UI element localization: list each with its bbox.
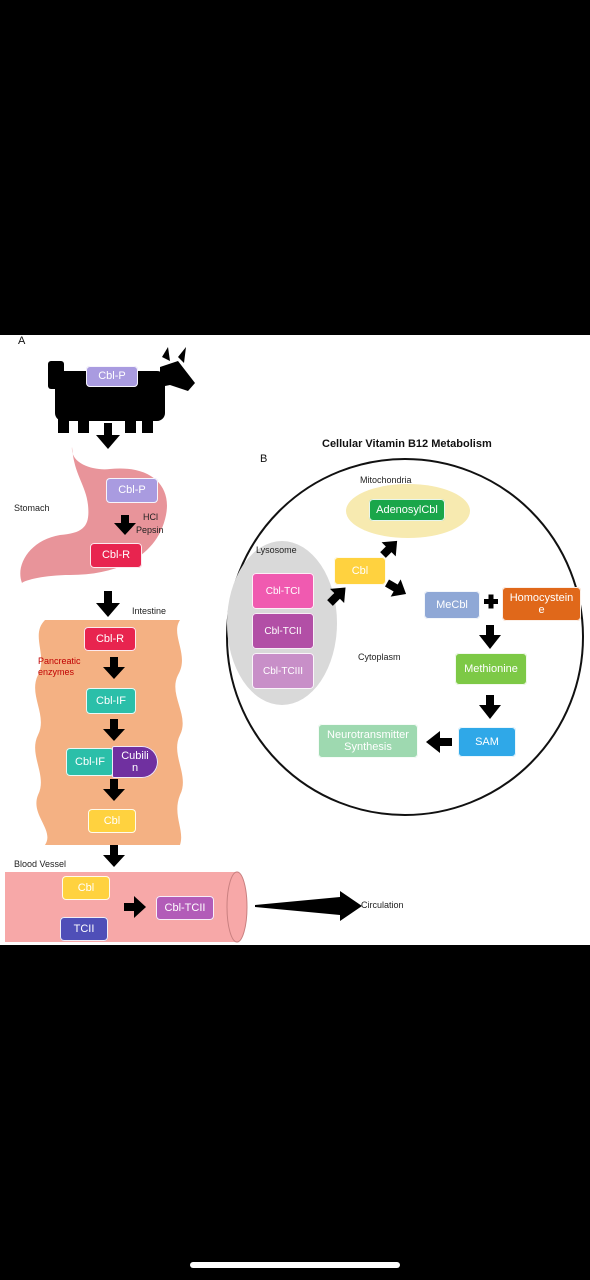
cow-icon — [48, 347, 195, 433]
vessel-cbl-box: Cbl — [62, 876, 110, 900]
home-indicator[interactable] — [190, 1262, 400, 1268]
arrow-down-right-icon — [385, 579, 407, 597]
cytoplasm-label: Cytoplasm — [358, 652, 401, 662]
cbl-if-bound-box: Cbl-IF — [66, 748, 114, 776]
adenosylcbl-box: AdenosylCbl — [369, 499, 445, 521]
stomach-cbl-r-box: Cbl-R — [90, 543, 142, 568]
arrow-down-icon — [103, 719, 125, 741]
lysosome-label: Lysosome — [256, 545, 297, 555]
methionine-box: Methionine — [455, 653, 527, 685]
intestine-label: Intestine — [132, 606, 167, 616]
panel-a-letter: A — [18, 335, 26, 347]
arrow-right-icon — [255, 891, 362, 921]
plus-icon — [484, 594, 498, 609]
cbl-tcii-box: Cbl-TCII — [252, 613, 314, 649]
homocysteine-label-1: Homocystein — [509, 591, 574, 604]
cell-circle — [226, 458, 584, 816]
cow-cbl-p-box: Cbl-P — [86, 366, 138, 387]
vitamin-b12-figure: A B Cbl-P Stomach Cbl-P HCl Pepsin Cbl-R… — [0, 335, 590, 945]
panel-b-title: Cellular Vitamin B12 Metabolism — [322, 438, 492, 450]
vessel-cbl-tcii-box: Cbl-TCII — [156, 896, 214, 920]
circulation-label: Circulation — [361, 900, 404, 910]
cbl-tci-box: Cbl-TCI — [252, 573, 314, 609]
arrow-down-icon — [479, 695, 501, 719]
stomach-cbl-p-box: Cbl-P — [106, 478, 158, 503]
arrow-up-right-icon — [380, 540, 398, 558]
neuro-label-1: Neurotransmitter — [327, 728, 409, 741]
panel-b-letter: B — [260, 453, 268, 465]
stomach-label: Stomach — [14, 503, 50, 513]
cbl-tciii-box: Cbl-TCIII — [252, 653, 314, 689]
homocysteine-label-2: e — [538, 604, 545, 616]
homocysteine-box: Homocystein e — [502, 587, 581, 621]
pepsin-label: Pepsin — [136, 525, 164, 535]
cubilin-label-2: n — [131, 762, 139, 774]
neuro-label-2: Synthesis — [344, 741, 392, 753]
arrow-down-icon — [103, 845, 125, 867]
mecbl-box: MeCbl — [424, 591, 480, 619]
arrow-right-icon — [124, 896, 146, 918]
arrow-down-icon — [96, 591, 120, 617]
arrow-down-icon — [114, 515, 136, 535]
vessel-tcii-box: TCII — [60, 917, 108, 941]
pancreatic-label-2: enzymes — [38, 667, 75, 677]
arrow-down-icon — [103, 657, 125, 679]
arrow-left-icon — [426, 731, 452, 753]
neurotransmitter-box: Neurotransmitter Synthesis — [318, 724, 418, 758]
arrow-down-icon — [96, 423, 120, 449]
intestine-cbl-r-box: Cbl-R — [84, 627, 136, 651]
arrow-up-right-icon — [327, 587, 346, 606]
arrow-down-icon — [479, 625, 501, 649]
blood-vessel-label: Blood Vessel — [14, 859, 67, 869]
hcl-label: HCl — [143, 512, 158, 522]
mitochondria-label: Mitochondria — [360, 475, 412, 485]
cell-cbl-box: Cbl — [334, 557, 386, 585]
intestine-cbl-box: Cbl — [88, 809, 136, 833]
cubilin-label-1: Cubili — [121, 749, 149, 762]
intestine-cbl-if-box: Cbl-IF — [86, 688, 136, 714]
cubilin-receptor: Cubili n — [112, 746, 158, 778]
arrow-down-icon — [103, 779, 125, 801]
pancreatic-label-1: Pancreatic — [38, 656, 81, 666]
sam-box: SAM — [458, 727, 516, 757]
